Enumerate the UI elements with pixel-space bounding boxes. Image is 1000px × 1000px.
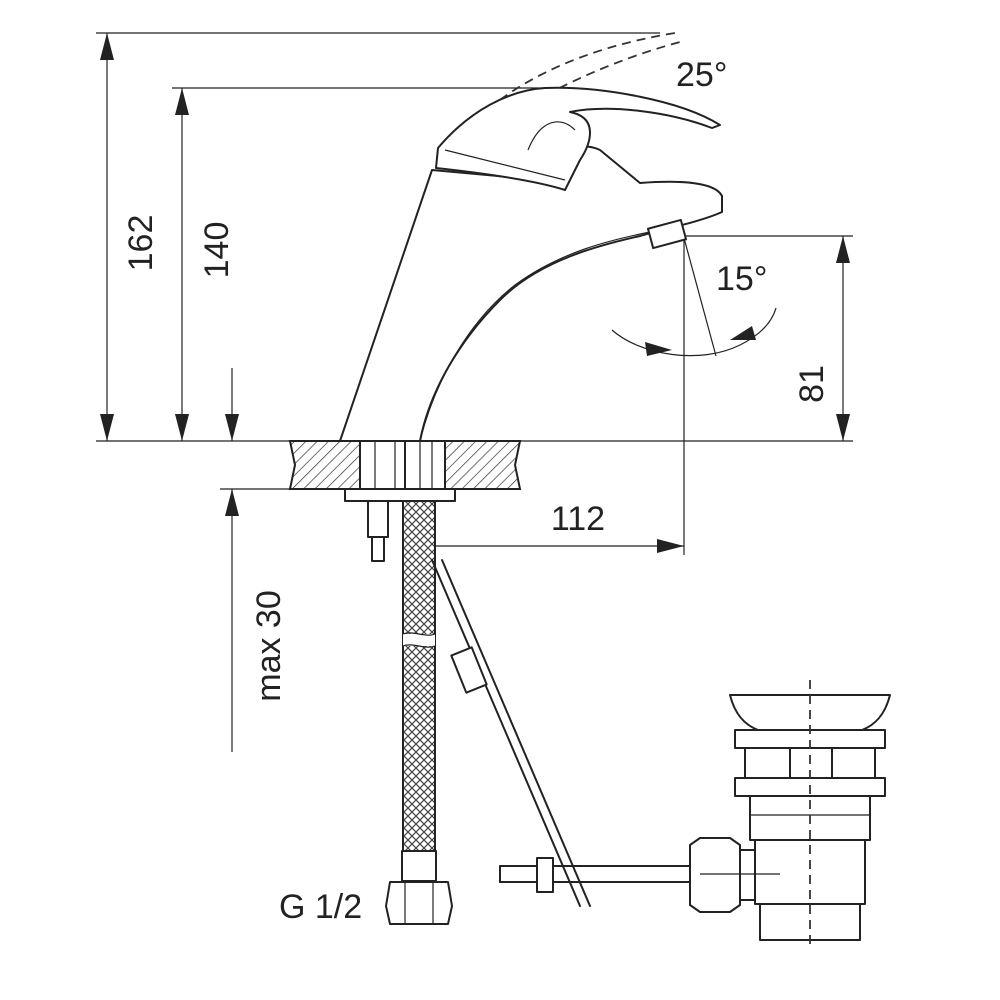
dimension-total-height: 162	[100, 33, 160, 441]
countertop-section	[288, 440, 522, 490]
lever-angle-label: 25°	[676, 56, 727, 94]
faucet-body	[339, 145, 723, 442]
dimension-spout-reach: 112	[405, 500, 684, 553]
aerator	[646, 218, 688, 250]
total-height-label: 162	[122, 215, 160, 272]
supply-hose	[385, 500, 453, 925]
aerator-angle-label: 15°	[716, 260, 767, 298]
max-thickness-label: max 30	[250, 590, 288, 702]
dimension-aerator-height: 81	[793, 236, 850, 441]
aerator-height-label: 81	[793, 365, 831, 403]
dimension-max-thickness: max 30	[225, 368, 288, 752]
spout-height-label: 140	[198, 222, 236, 279]
lever-handle	[435, 86, 721, 191]
popup-waste	[689, 680, 891, 945]
connection-thread-label: G 1/2	[279, 888, 362, 926]
aerator-swivel-arc: 15°	[611, 237, 777, 357]
spout-reach-label: 112	[551, 500, 605, 538]
popup-rod	[431, 559, 701, 907]
dimension-spout-height: 140	[175, 88, 236, 441]
mounting-hardware	[344, 488, 456, 562]
